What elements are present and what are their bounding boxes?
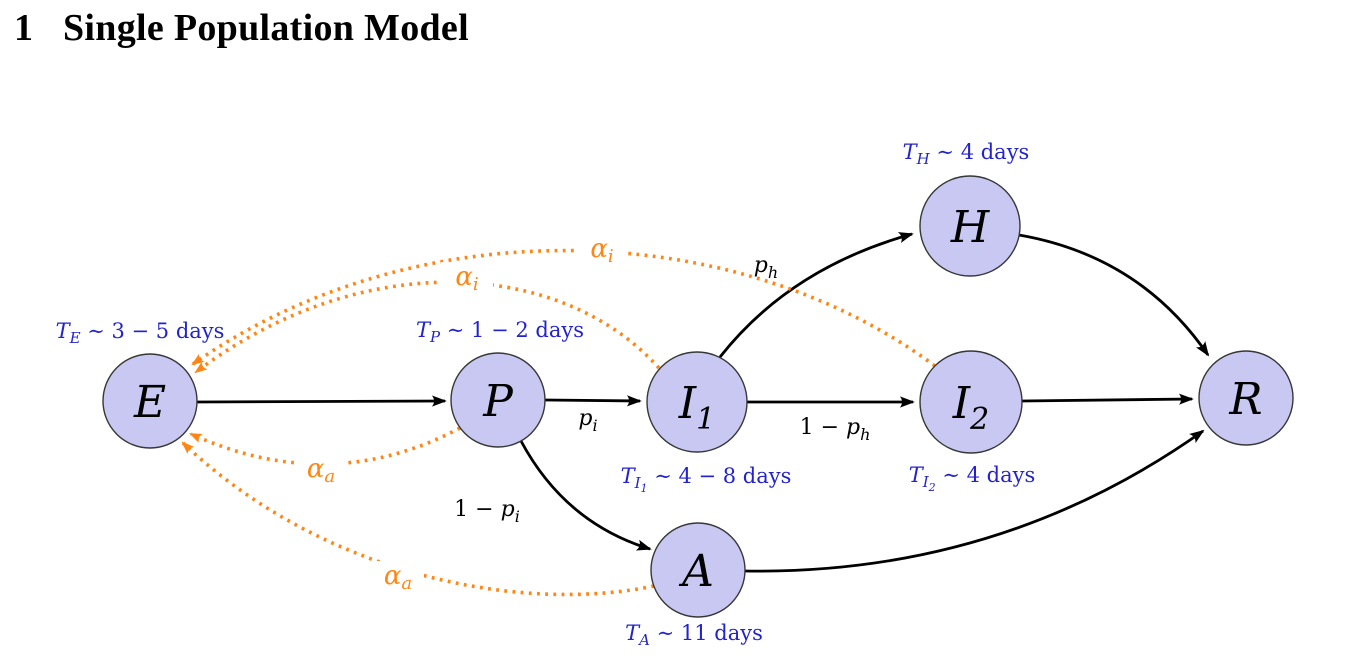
contact-label-alpha-i-lower: αi: [455, 262, 478, 295]
node-r-circle: [1198, 350, 1294, 446]
time-label-h: TH ∼ 4 days: [903, 140, 1030, 168]
contact-label-alpha-i-upper: αi: [590, 234, 613, 267]
edge-label-p-i: pi: [578, 406, 597, 435]
time-label-e: TE ∼ 3 − 5 days: [56, 319, 225, 347]
contact-label-backgrounds: [295, 234, 628, 589]
transition-edges: [196, 232, 1210, 573]
edge-p-to-a: [519, 440, 652, 551]
section-number: 1: [14, 7, 33, 49]
label-gap: [372, 561, 424, 589]
label-gap: [441, 262, 493, 290]
compartment-nodes: [102, 175, 1294, 618]
node-a-circle: [650, 522, 746, 618]
duration-labels: TE ∼ 3 − 5 days TP ∼ 1 − 2 days TI1 ∼ 4 …: [56, 140, 1036, 649]
edge-label-p-h: ph: [754, 253, 778, 282]
contact-arc-i2-to-e: [191, 248, 937, 368]
node-i2-circle: [919, 350, 1023, 454]
node-e-label: E: [133, 377, 166, 428]
edge-i2-to-r: [1021, 393, 1194, 405]
edge-i1-to-h: [718, 232, 914, 358]
label-gap: [295, 454, 347, 482]
time-label-i2: TI2 ∼ 4 days: [909, 463, 1036, 494]
contact-rate-labels: αi αi αa αa: [307, 234, 614, 594]
contact-label-alpha-a-lower: αa: [384, 561, 412, 594]
time-label-p: TP ∼ 1 − 2 days: [416, 318, 584, 346]
edge-a-to-r: [744, 429, 1205, 573]
section-title-text: Single Population Model: [63, 7, 469, 49]
node-i1-circle: [646, 351, 748, 453]
node-h-label: H: [950, 202, 991, 253]
section-heading: 1 Single Population Model: [14, 6, 469, 50]
node-p-circle: [450, 352, 546, 448]
node-h-circle: [919, 175, 1021, 277]
edge-label-1-minus-p-h: 1 − ph: [800, 415, 871, 444]
node-i1-label: I1: [678, 378, 715, 437]
time-label-i1: TI1 ∼ 4 − 8 days: [621, 464, 792, 495]
contact-label-alpha-a-upper: αa: [307, 454, 335, 487]
edge-label-1-minus-p-i: 1 − pi: [454, 497, 520, 526]
edge-e-to-p: [196, 395, 447, 407]
compartment-node-labels: E P I1 I2 H A R: [133, 202, 1263, 597]
time-label-a: TA ∼ 11 days: [625, 621, 763, 649]
node-p-label: P: [482, 376, 514, 427]
edge-p-to-i1: [544, 395, 642, 407]
contact-arc-a-to-e: [181, 441, 655, 597]
edge-h-to-r: [1018, 233, 1210, 357]
node-a-label: A: [678, 546, 714, 597]
node-r-label: R: [1228, 374, 1262, 425]
node-e-circle: [102, 353, 198, 449]
node-i2-label: I2: [952, 378, 989, 437]
label-gap: [576, 234, 628, 262]
probability-labels: pi ph 1 − ph 1 − pi: [454, 253, 870, 526]
